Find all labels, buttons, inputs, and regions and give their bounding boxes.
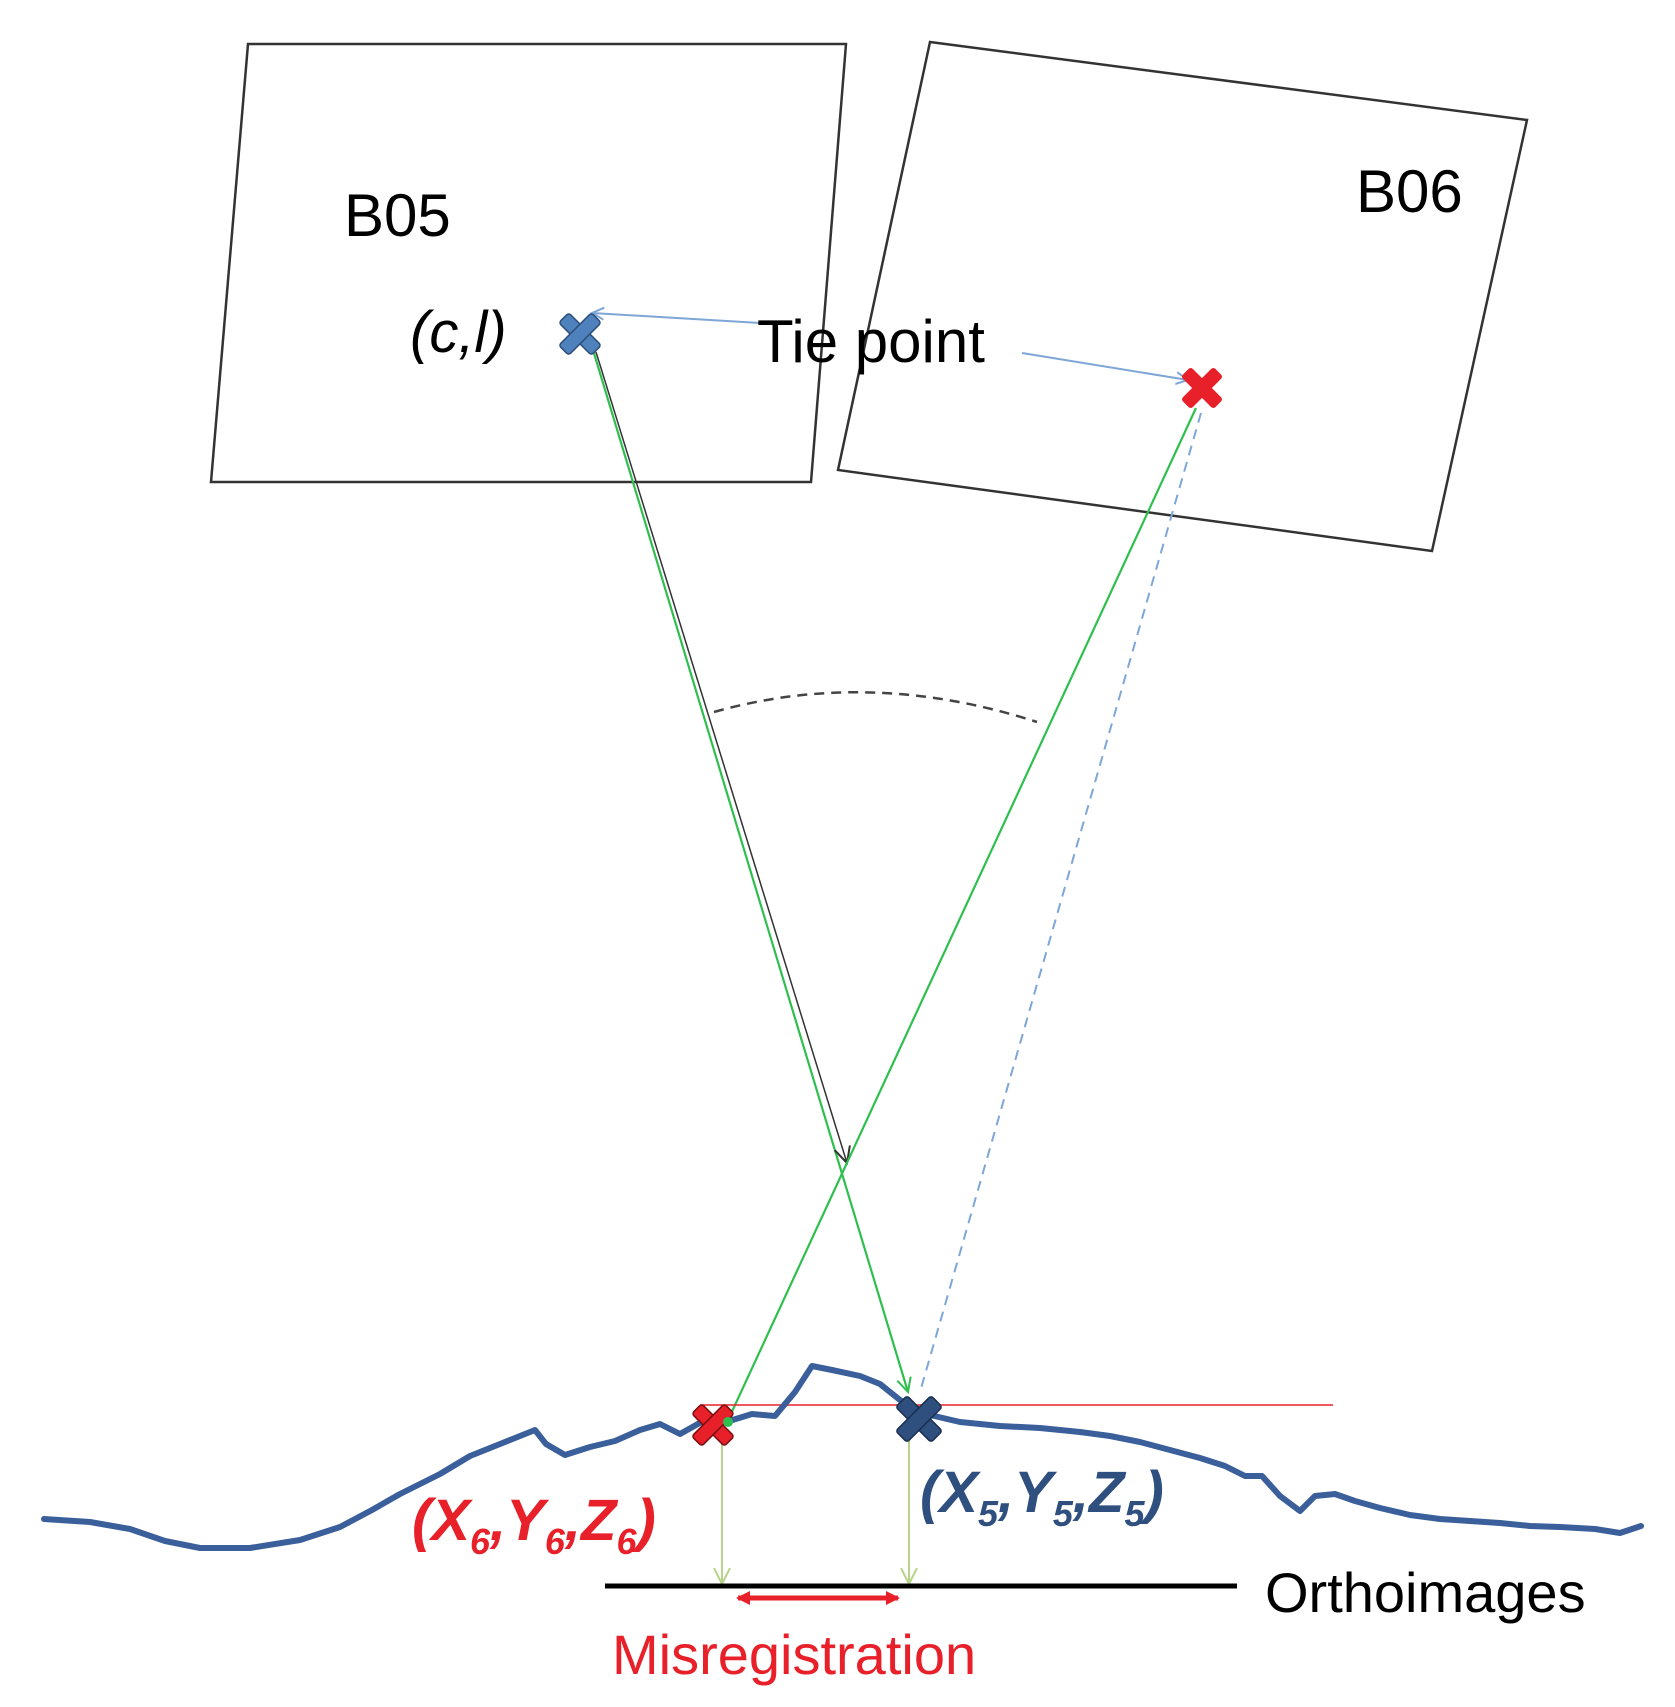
ground-point-5-label: (X5,Y5,Z5) [920,1460,1164,1534]
pixel-coordinate-label: (c,l) [410,300,507,365]
ground-point-6-label: (X6,Y6,Z6) [412,1488,656,1562]
image-label-b06: B06 [1356,158,1463,225]
ray-b05 [588,339,908,1392]
convergence-angle-arc [713,691,1038,724]
ray-b06-dashed [919,412,1202,1393]
terrain-profile [41,1363,1644,1551]
cross-marker-icon [1182,368,1222,408]
ground-point-5-marker-icon [896,1396,942,1442]
misregistration-label: Misregistration [612,1623,976,1686]
ground-point-6-marker-icon [692,1404,734,1446]
image-frame-b05 [209,42,848,484]
ray-b05-dark [595,351,847,1163]
tie-arrow-right [1021,352,1188,380]
ray-b06 [728,407,1197,1419]
cross-marker-icon [559,313,601,355]
tie-arrow-left [592,313,761,324]
image-label-b05: B05 [344,182,451,249]
tie-point-label: Tie point [757,308,985,375]
image-frame-b06 [836,40,1529,553]
orthoimages-label: Orthoimages [1265,1561,1586,1624]
green-intersection-dot [723,1417,733,1427]
